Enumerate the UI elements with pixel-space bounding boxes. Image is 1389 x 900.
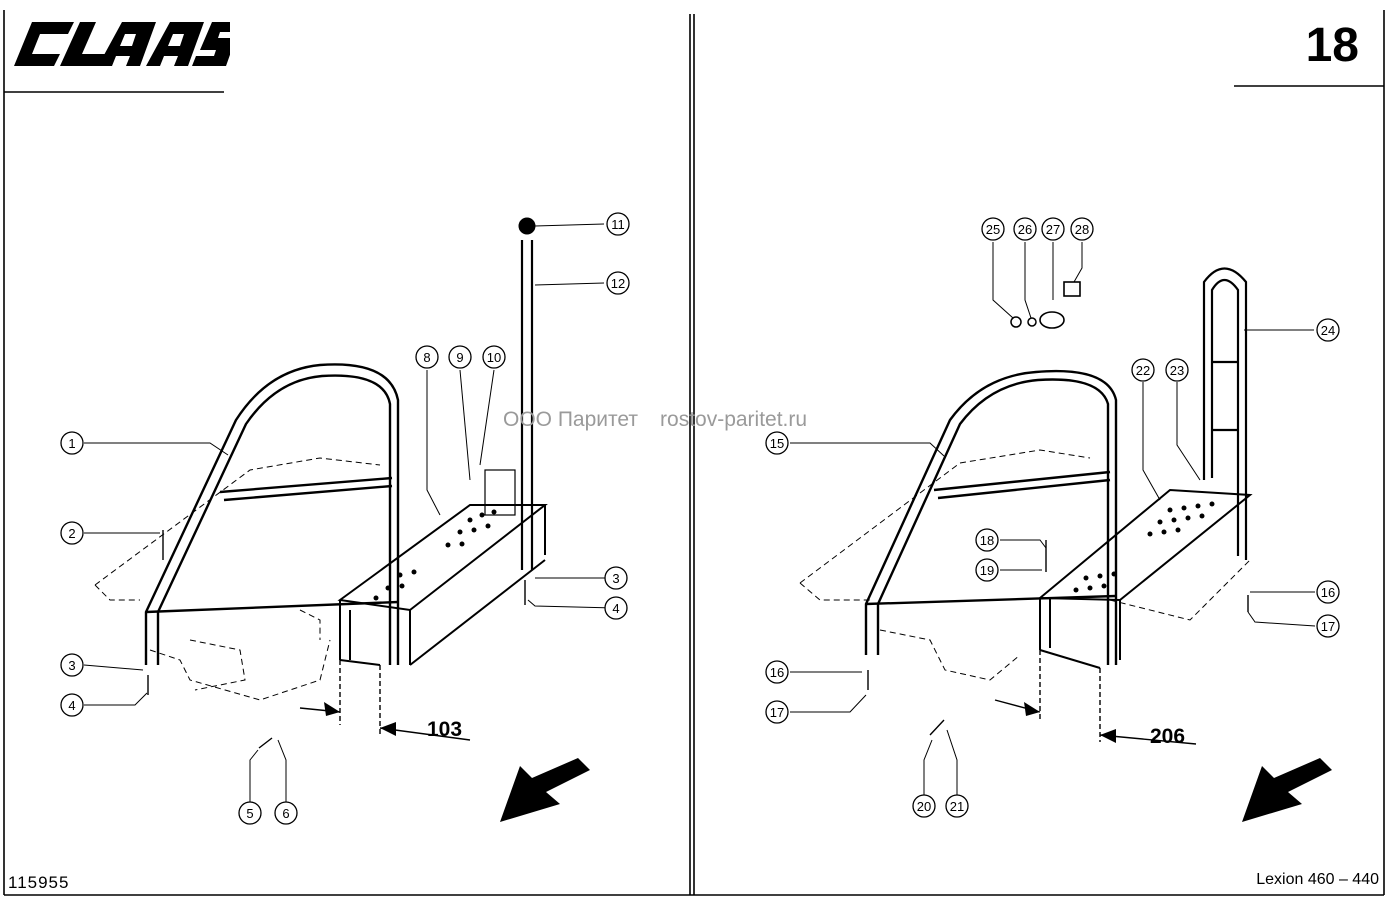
left-callout-4: 4 [68, 698, 75, 713]
left-callout-circle-6 [604, 596, 628, 620]
right-callout-8: 20 [917, 799, 931, 814]
right-callout-circle-9 [945, 794, 969, 818]
left-view-leaders [83, 223, 616, 812]
right-view-leaders [790, 242, 1316, 806]
left-callout-circle-8 [274, 801, 298, 825]
left-callout-9: 8 [423, 350, 430, 365]
claas-logo [14, 22, 230, 66]
left-callout-7: 5 [246, 806, 253, 821]
right-callout-circle-1 [765, 431, 789, 455]
direction-arrow-left [500, 758, 590, 822]
right-callout-circle-16 [1070, 217, 1094, 241]
right-callout-4: 16 [1321, 585, 1335, 600]
right-callout-circle-15 [1041, 217, 1065, 241]
watermark-company: ООО Паритет [503, 408, 639, 431]
right-callout-13: 25 [986, 222, 1000, 237]
right-callout-12: 24 [1321, 323, 1335, 338]
right-callout-2: 16 [770, 665, 784, 680]
left-callout-circle-10 [448, 345, 472, 369]
dimension-label-left: 103 [427, 718, 462, 741]
right-callout-circle-8 [912, 794, 936, 818]
direction-arrow-right [1242, 758, 1332, 822]
left-callout-10: 9 [456, 350, 463, 365]
left-callout-circle-5 [604, 566, 628, 590]
right-callout-circle-11 [1165, 358, 1189, 382]
left-callout-5: 3 [612, 571, 619, 586]
right-callout-circle-12 [1316, 318, 1340, 342]
watermark: ООО Паритет rostov-paritet.ru [503, 408, 807, 432]
right-callout-circle-7 [975, 558, 999, 582]
right-view-platform [799, 267, 1332, 822]
left-callout-11: 10 [487, 350, 501, 365]
left-callout-6: 4 [612, 601, 619, 616]
left-callout-circle-9 [415, 345, 439, 369]
right-callout-circle-4 [1316, 580, 1340, 604]
right-callout-1: 15 [770, 436, 784, 451]
left-callout-1: 1 [68, 436, 75, 451]
right-callout-6: 18 [980, 533, 994, 548]
left-callout-circle-13 [606, 271, 630, 295]
right-callout-10: 22 [1136, 363, 1150, 378]
right-callout-circle-10 [1131, 358, 1155, 382]
left-callout-circle-4 [60, 693, 84, 717]
right-callout-9: 21 [950, 799, 964, 814]
right-callout-7: 19 [980, 563, 994, 578]
left-callout-3: 3 [68, 658, 75, 673]
right-callout-circle-2 [765, 660, 789, 684]
watermark-site: rostov-paritet.ru [660, 408, 808, 431]
right-callout-circle-5 [1316, 614, 1340, 638]
right-callout-5: 17 [1321, 619, 1335, 634]
left-callout-12: 11 [611, 217, 625, 232]
right-callout-circle-14 [1013, 217, 1037, 241]
page-number: 18 [1305, 19, 1359, 72]
right-callout-14: 26 [1018, 222, 1032, 237]
left-callout-circle-1 [60, 431, 84, 455]
left-callout-8: 6 [282, 806, 289, 821]
right-callout-3: 17 [770, 705, 784, 720]
right-callout-circle-3 [765, 700, 789, 724]
drawing-number: 115955 [8, 873, 70, 892]
left-view-platform [94, 217, 590, 822]
model-label: Lexion 460 – 440 [1256, 871, 1379, 888]
right-callout-15: 27 [1046, 222, 1060, 237]
sheet-frame [3, 10, 1385, 896]
left-callout-circle-3 [60, 653, 84, 677]
left-callout-circle-11 [482, 345, 506, 369]
left-callout-circle-7 [238, 801, 262, 825]
right-callout-16: 28 [1075, 222, 1089, 237]
right-callout-circle-6 [975, 528, 999, 552]
left-callout-2: 2 [68, 526, 75, 541]
left-callout-13: 12 [611, 276, 625, 291]
right-callout-11: 23 [1170, 363, 1184, 378]
left-callout-circle-2 [60, 521, 84, 545]
dimension-label-right: 206 [1150, 725, 1185, 748]
right-callout-circle-13 [981, 217, 1005, 241]
left-callout-circle-12 [606, 212, 630, 236]
